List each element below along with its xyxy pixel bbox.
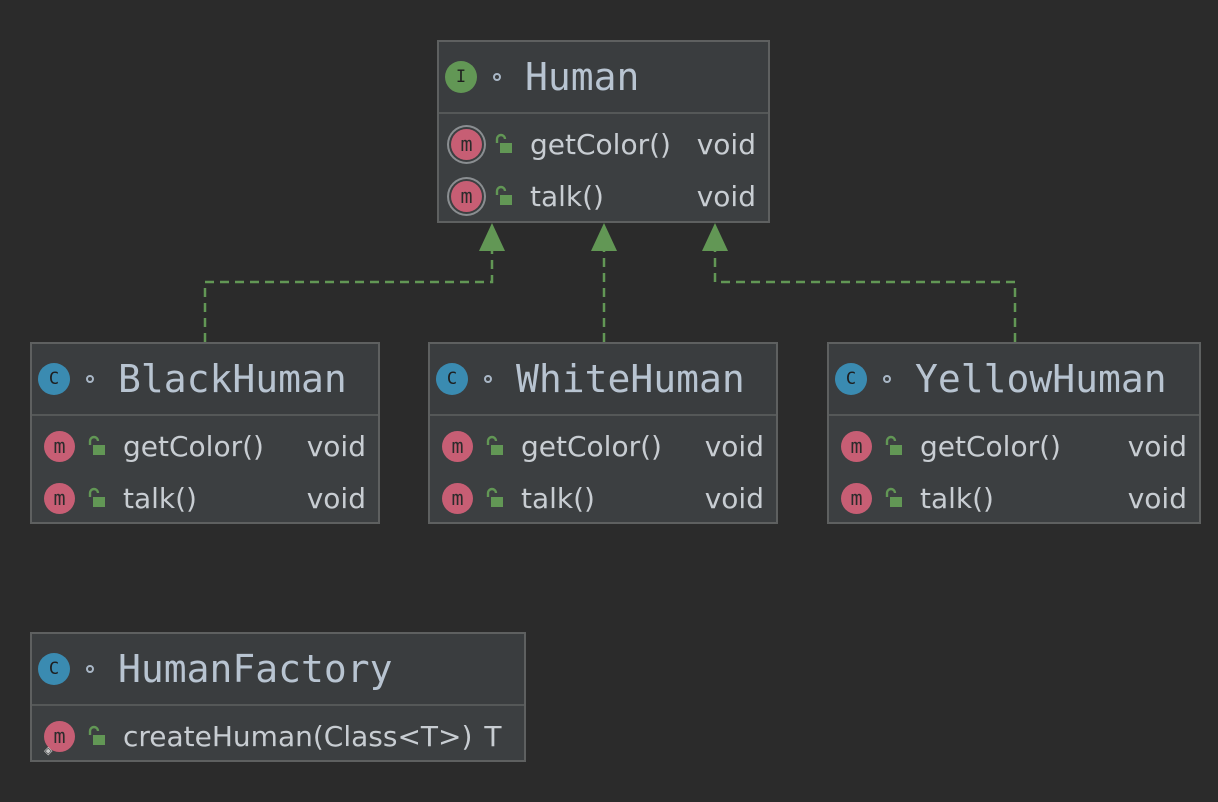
lock-open-icon: [495, 133, 512, 153]
method-row[interactable]: m getColor() void: [430, 420, 776, 472]
method-name: talk(): [920, 481, 994, 515]
visibility-dot-icon: [86, 665, 94, 673]
node-header: C WhiteHuman: [430, 344, 776, 416]
lock-open-icon: [486, 435, 503, 455]
method-icon: m: [442, 430, 473, 462]
edge-black-human-to-human: [203, 250, 494, 342]
node-title: HumanFactory: [118, 647, 393, 691]
method-name: getColor(): [920, 429, 1061, 463]
lock-open-icon: [885, 435, 902, 455]
lock-open-icon: [88, 435, 105, 455]
class-icon: C: [38, 363, 70, 395]
lock-open-icon: [88, 487, 105, 507]
method-icon: m: [841, 430, 872, 462]
method-return-type: void: [696, 127, 756, 161]
method-name: getColor(): [521, 429, 662, 463]
lock-open-icon: [885, 487, 902, 507]
method-row[interactable]: m getColor() void: [829, 420, 1199, 472]
lock-open-icon: [495, 185, 512, 205]
visibility-dot-icon: [493, 73, 501, 81]
visibility-dot-icon: [86, 375, 94, 383]
node-title: YellowHuman: [915, 357, 1167, 401]
lock-open-icon: [486, 487, 503, 507]
node-header: C YellowHuman: [829, 344, 1199, 416]
node-human-factory[interactable]: C HumanFactory m ◈ createHuman(Class<T>)…: [30, 632, 526, 762]
method-icon: m: [442, 482, 473, 514]
visibility-dot-icon: [883, 375, 891, 383]
method-return-type: void: [306, 429, 366, 463]
method-return-type: void: [704, 481, 764, 515]
method-name: createHuman(Class<T>): [123, 719, 473, 753]
node-yellow-human[interactable]: C YellowHuman m getColor() void m talk()…: [827, 342, 1201, 524]
method-name: getColor(): [123, 429, 264, 463]
method-return-type: void: [1127, 481, 1187, 515]
node-title: BlackHuman: [118, 357, 347, 401]
method-return-type: void: [1127, 429, 1187, 463]
method-icon: m: [841, 482, 872, 514]
node-human[interactable]: I Human m getColor() void m talk() void: [437, 40, 770, 223]
method-icon: m: [44, 430, 75, 462]
class-icon: C: [436, 363, 468, 395]
node-header: C HumanFactory: [32, 634, 524, 706]
method-row[interactable]: m talk() void: [829, 472, 1199, 524]
method-return-type: void: [704, 429, 764, 463]
method-row[interactable]: m getColor() void: [439, 118, 768, 170]
method-row[interactable]: m talk() void: [439, 170, 768, 222]
method-icon: m: [44, 482, 75, 514]
visibility-dot-icon: [484, 375, 492, 383]
method-name: talk(): [521, 481, 595, 515]
class-icon: C: [835, 363, 867, 395]
method-row[interactable]: m getColor() void: [32, 420, 378, 472]
method-row[interactable]: m ◈ createHuman(Class<T>) T: [32, 710, 524, 762]
abstract-method-icon: m: [451, 128, 482, 160]
interface-icon: I: [445, 61, 477, 93]
node-header: C BlackHuman: [32, 344, 378, 416]
node-black-human[interactable]: C BlackHuman m getColor() void m talk() …: [30, 342, 380, 524]
arrowhead-black-human: [479, 223, 505, 251]
arrowhead-yellow-human: [702, 223, 728, 251]
edge-yellow-human-to-human: [713, 250, 1017, 342]
abstract-method-icon: m: [451, 180, 482, 212]
static-marker-icon: ◈: [44, 744, 53, 757]
arrowhead-white-human: [591, 223, 617, 251]
method-name: talk(): [123, 481, 197, 515]
method-icon: m: [44, 720, 75, 752]
node-title: Human: [525, 55, 640, 99]
method-name: talk(): [530, 179, 604, 213]
node-title: WhiteHuman: [516, 357, 745, 401]
method-return-type: void: [696, 179, 756, 213]
method-return-type: void: [306, 481, 366, 515]
node-header: I Human: [439, 42, 768, 114]
node-white-human[interactable]: C WhiteHuman m getColor() void m talk() …: [428, 342, 778, 524]
method-name: getColor(): [530, 127, 671, 161]
method-return-type: T: [484, 719, 502, 753]
method-row[interactable]: m talk() void: [430, 472, 776, 524]
lock-open-icon: [88, 725, 105, 745]
method-row[interactable]: m talk() void: [32, 472, 378, 524]
class-icon: C: [38, 653, 70, 685]
